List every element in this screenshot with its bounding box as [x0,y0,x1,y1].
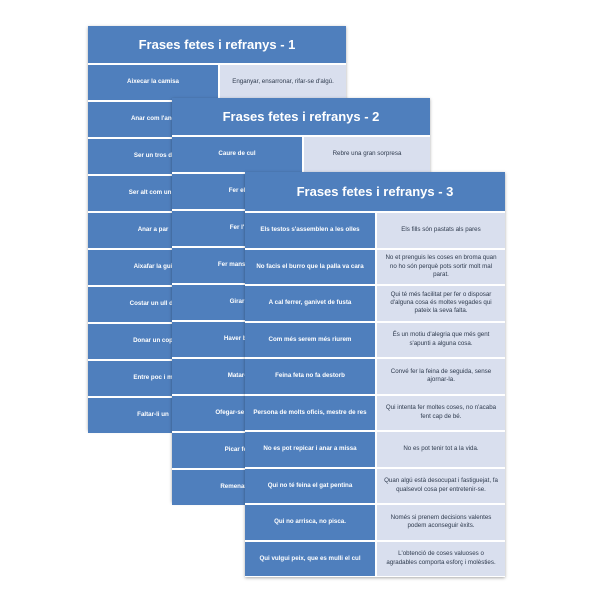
meaning-cell: Només si prenem decisions valentes podem… [375,505,505,540]
phrase-cell: Aixecar la camisa [88,65,218,100]
meaning-cell: És un motiu d'alegria que més gent s'apu… [375,322,505,357]
phrase-cell: Caure de cul [172,137,302,172]
phrase-cell: A cal ferrer, ganivet de fusta [245,286,375,321]
card-3: Frases fetes i refranys - 3 Els testos s… [245,172,505,577]
meaning-cell: No et prenguis les coses en broma quan n… [375,249,505,284]
meaning-cell: Enganyar, ensarronar, rifar-se d'algú. [218,65,346,100]
phrase-cell: Qui vulgui peix, que es mulli el cul [245,541,375,576]
phrase-cell: Feina feta no fa destorb [245,359,375,394]
phrase-cell: Com més serem més riurem [245,322,375,357]
meaning-cell: Convé fer la feina de seguida, sense ajo… [375,359,505,394]
meaning-cell: L'obtenció de coses valuoses o agradable… [375,541,505,576]
phrase-cell: No facis el burro que la palla va cara [245,249,375,284]
phrase-cell: Qui no té feina el gat pentina [245,468,375,503]
meaning-cell: Qui té més facilitat per fer o disposar … [375,286,505,321]
meaning-cell: Rebre una gran sorpresa [302,137,430,172]
card-1-title: Frases fetes i refranys - 1 [88,26,346,63]
phrase-cell: Qui no arrisca, no pisca. [245,505,375,540]
phrase-cell: Els testos s'assemblen a les olles [245,213,375,248]
phrase-cell: Persona de molts oficis, mestre de res [245,395,375,430]
table-row: Qui no arrisca, no pisca.Només si prenem… [245,503,505,540]
card-2-title: Frases fetes i refranys - 2 [172,98,430,135]
meaning-cell: No es pot tenir tot a la vida. [375,432,505,467]
phrase-cell: No es pot repicar i anar a missa [245,432,375,467]
meaning-cell: Els fills són pastats als pares [375,213,505,248]
card-3-title: Frases fetes i refranys - 3 [245,172,505,211]
meaning-cell: Quan algú està desocupat i fastiguejat, … [375,468,505,503]
meaning-cell: Qui intenta fer moltes coses, no n'acaba… [375,395,505,430]
